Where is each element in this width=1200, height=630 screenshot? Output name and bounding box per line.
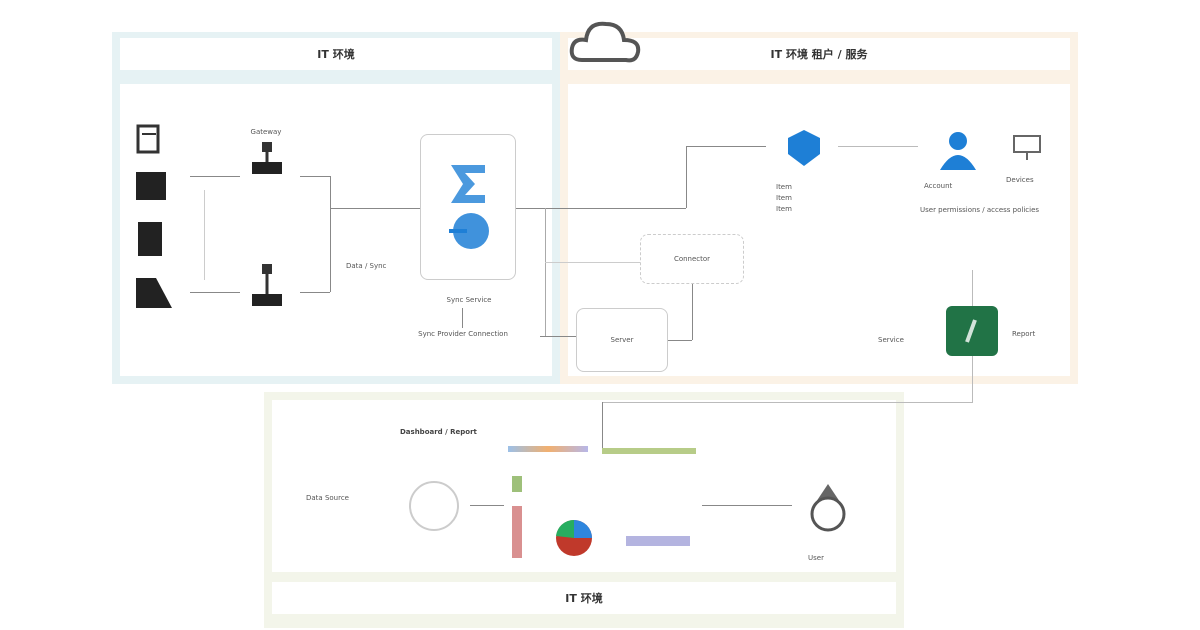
sync-note: Data / Sync: [346, 262, 387, 270]
excel-left-label: Service: [878, 336, 904, 344]
user-icon: [940, 132, 976, 170]
bottom-left-note: Data Source: [306, 494, 349, 502]
gateway-top: Gateway: [244, 128, 288, 184]
gateway-icon: [252, 264, 282, 306]
sync-service-label: Sync Service: [446, 296, 492, 304]
document-icon: [136, 124, 160, 154]
azure-ad-icon: [788, 130, 820, 166]
server-icon: [138, 222, 162, 256]
db-user-label: User: [808, 554, 824, 562]
cloud-icon: [569, 21, 641, 63]
sync-footer: Sync Provider Connection: [418, 330, 508, 338]
identity-list: Item Item Item: [776, 183, 792, 213]
gauge-icon: [409, 481, 459, 531]
data-source-icons: [132, 120, 182, 326]
file-share-icon: [136, 278, 172, 308]
connector-box: Connector: [640, 234, 744, 284]
account-label: Account: [924, 182, 953, 190]
pie-chart-icon: [556, 519, 592, 556]
devices-label: Devices: [1006, 176, 1034, 184]
zone-title-bottom: IT 环境: [272, 582, 896, 614]
excel-icon: [946, 306, 998, 356]
dashboard-preview: [508, 446, 698, 558]
gateway-bottom: [244, 258, 288, 318]
zone-title-left: IT 环境: [120, 38, 552, 70]
gateway-icon: [252, 142, 282, 174]
account-note: User permissions / access policies: [920, 206, 1040, 214]
sync-service-box: [420, 134, 516, 280]
db-user-icon: [810, 484, 846, 532]
excel-right-label: Report: [1012, 330, 1036, 338]
dashboard-title: Dashboard / Report: [400, 428, 477, 436]
sigma-icon: [451, 165, 485, 203]
azure-sync-icon: [449, 213, 489, 249]
devices-icon: [1013, 135, 1041, 160]
database-icon: [136, 172, 166, 200]
zone-title-right: IT 环境 租户 / 服务: [568, 38, 1070, 70]
server-box: Server: [576, 308, 668, 372]
